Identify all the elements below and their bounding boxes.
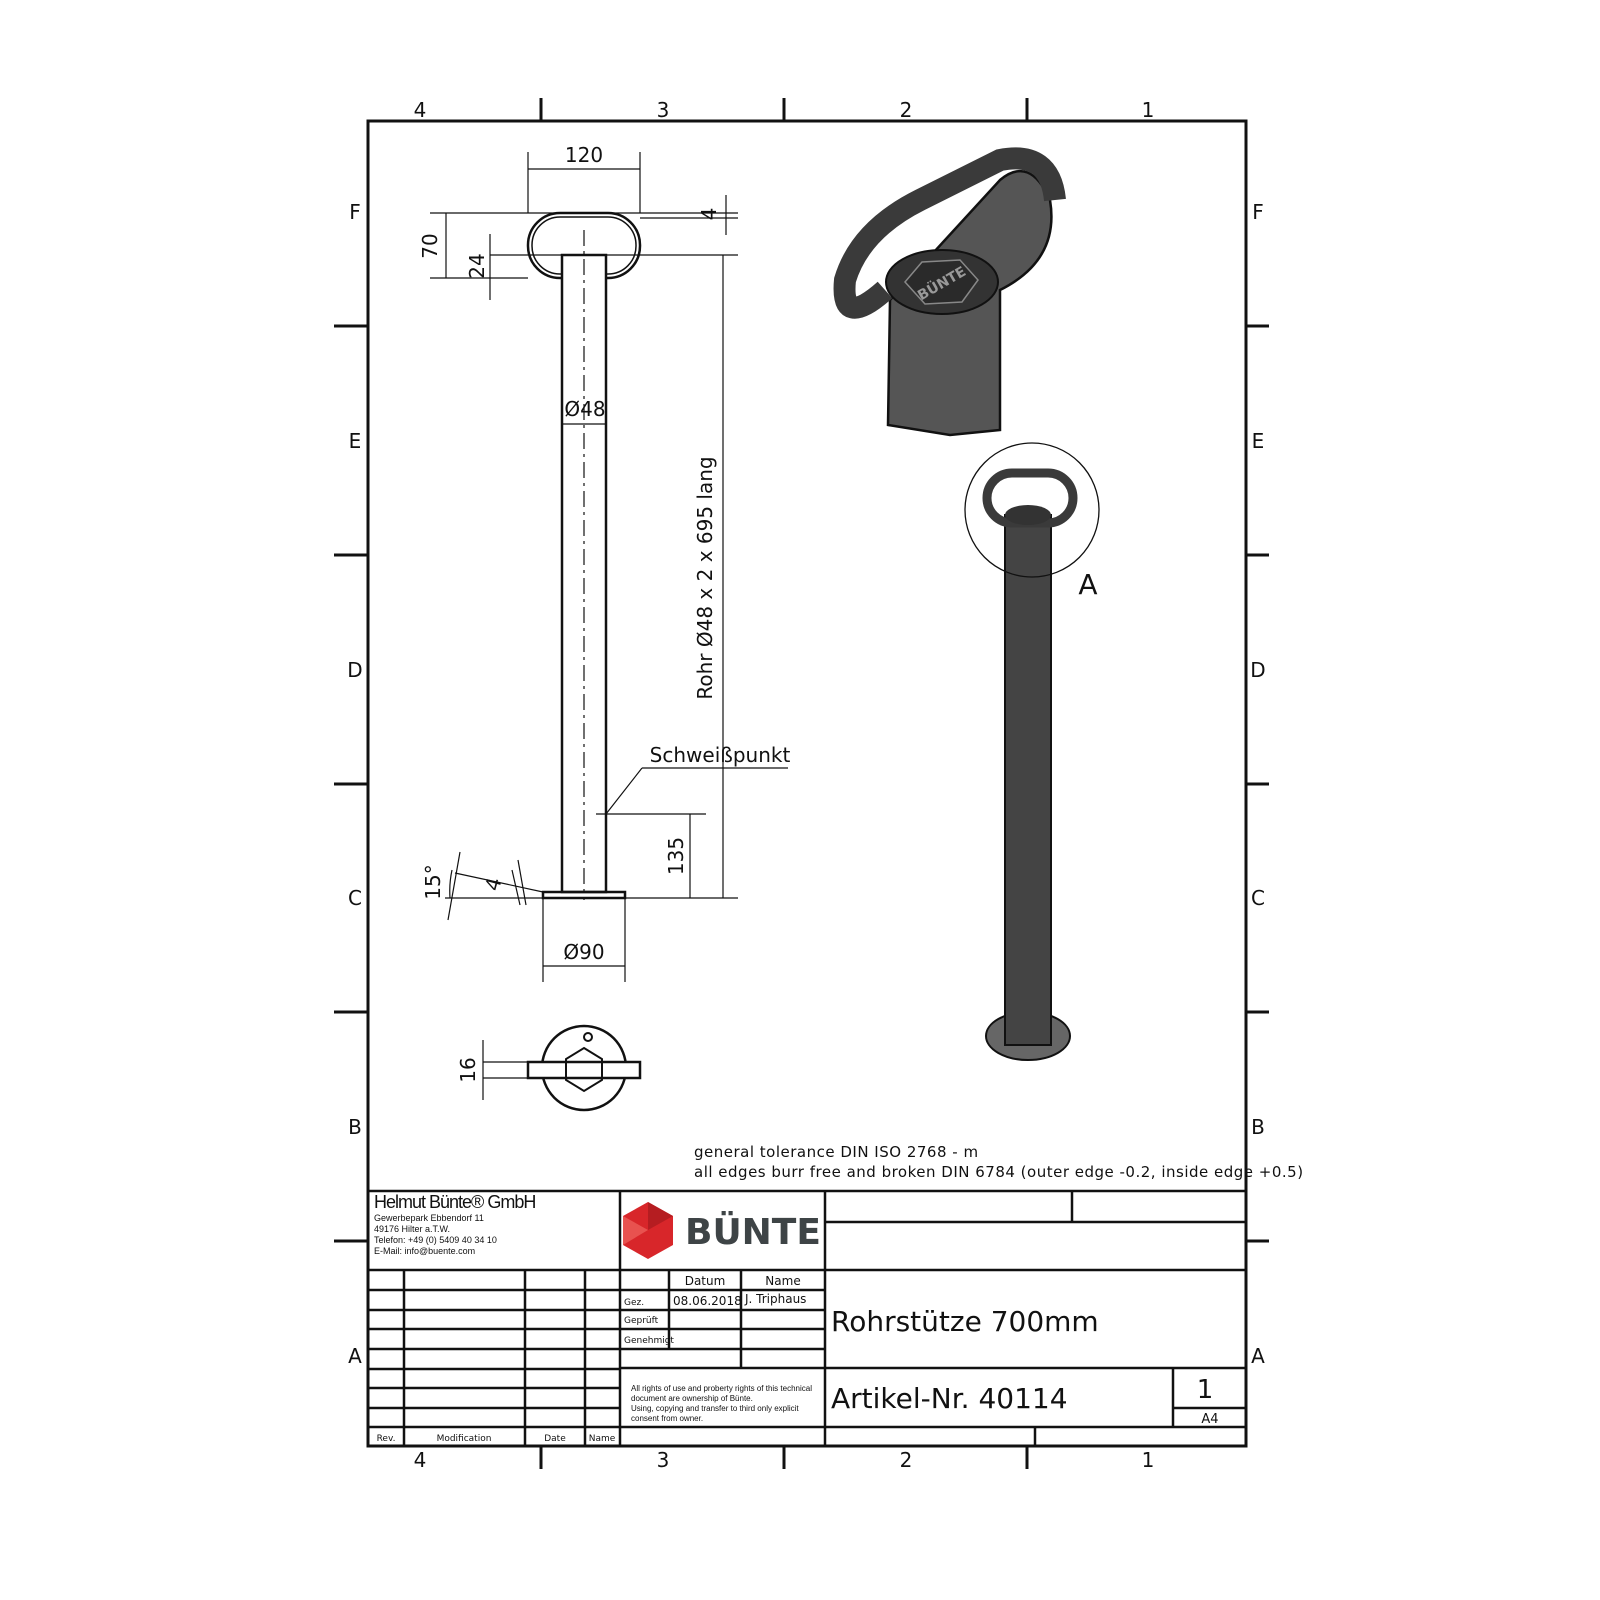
- dim-plate-4: 4: [480, 875, 506, 894]
- zone-row: F: [349, 200, 361, 224]
- rights-line: document are ownership of Bünte.: [631, 1394, 753, 1403]
- note-tolerance: general tolerance DIN ISO 2768 - m: [694, 1143, 979, 1161]
- top-view: [526, 1024, 642, 1112]
- rights-line: All rights of use and proberty rights of…: [631, 1384, 812, 1393]
- zone-row: A: [1251, 1344, 1265, 1368]
- zone-col: 3: [657, 1448, 670, 1472]
- drawn-date: 08.06.2018: [673, 1294, 742, 1308]
- rights-line: consent from owner.: [631, 1414, 703, 1423]
- drawing-title: Rohrstütze 700mm: [831, 1305, 1099, 1338]
- sheet-number: 1: [1197, 1375, 1214, 1405]
- company-name: Helmut Bünte® GmbH: [374, 1192, 535, 1212]
- date-header: Date: [544, 1434, 566, 1444]
- zone-col: 4: [414, 1448, 427, 1472]
- dimension-lines: [430, 152, 788, 1100]
- zone-col: 4: [414, 98, 427, 122]
- zone-row: D: [1250, 658, 1265, 682]
- weld-label: Schweißpunkt: [650, 743, 791, 767]
- gez-label: Gez.: [624, 1298, 644, 1308]
- revision-headers: Rev. Modification Date Name: [377, 1434, 616, 1444]
- dimension-labels: 120 70 24 4 Ø48 Rohr Ø48 x 2 x 695 lang …: [418, 143, 790, 1083]
- zone-row: E: [1252, 429, 1265, 453]
- rights-notice: All rights of use and proberty rights of…: [631, 1384, 812, 1423]
- zone-ticks: [334, 98, 1269, 1469]
- zone-row: D: [347, 658, 362, 682]
- iso-full-view: A: [964, 442, 1100, 1061]
- zone-row: C: [1251, 886, 1265, 910]
- address-line: Telefon: +49 (0) 5409 40 34 10: [374, 1235, 497, 1245]
- detail-circle: [964, 442, 1100, 578]
- rev-header: Rev.: [377, 1434, 396, 1444]
- dim-4: 4: [697, 208, 721, 221]
- tube-spec: Rohr Ø48 x 2 x 695 lang: [693, 456, 717, 699]
- zone-row: B: [1251, 1115, 1265, 1139]
- company-address: Gewerbepark Ebbendorf 11 49176 Hilter a.…: [374, 1213, 497, 1256]
- name-header: Name: [765, 1274, 800, 1288]
- buente-logo: BÜNTE: [623, 1202, 821, 1259]
- approval-table: Datum Name Gez. Geprüft Genehmigt 08.06.…: [624, 1274, 806, 1346]
- iso-detail-view: BÜNTE: [833, 147, 1066, 437]
- sheet-format: A4: [1201, 1412, 1218, 1427]
- name-header: Name: [589, 1434, 616, 1444]
- geprueft-label: Geprüft: [624, 1316, 659, 1326]
- logo-text: BÜNTE: [685, 1211, 821, 1253]
- dim-d90: Ø90: [563, 940, 604, 964]
- address-line: 49176 Hilter a.T.W.: [374, 1224, 450, 1234]
- article-number: Artikel-Nr. 40114: [831, 1382, 1068, 1415]
- genehmigt-label: Genehmigt: [624, 1336, 674, 1346]
- base-plate: [541, 890, 627, 900]
- zone-row: E: [349, 429, 362, 453]
- dim-120: 120: [565, 143, 603, 167]
- drawn-by: J. Triphaus: [744, 1292, 806, 1306]
- zone-col: 3: [657, 98, 670, 122]
- dim-angle: 15°: [421, 864, 445, 899]
- dim-70: 70: [418, 233, 442, 258]
- zone-col: 2: [900, 1448, 913, 1472]
- zone-row: A: [348, 1344, 362, 1368]
- dim-135: 135: [664, 837, 688, 875]
- zone-col: 1: [1142, 1448, 1155, 1472]
- zone-labels: 4 3 2 1 4 3 2 1 F E D C B A F E D C B A: [347, 98, 1265, 1472]
- rights-line: Using, copying and transfer to third onl…: [631, 1404, 799, 1413]
- zone-row: F: [1252, 200, 1264, 224]
- note-edges: all edges burr free and broken DIN 6784 …: [694, 1163, 1304, 1181]
- title-block-grid: [368, 1189, 1246, 1446]
- zone-row: B: [348, 1115, 362, 1139]
- dim-16: 16: [456, 1057, 480, 1082]
- zone-row: C: [348, 886, 362, 910]
- dim-d48: Ø48: [564, 397, 605, 421]
- zone-col: 1: [1142, 98, 1155, 122]
- address-line: E-Mail: info@buente.com: [374, 1246, 475, 1256]
- zone-col: 2: [900, 98, 913, 122]
- modification-header: Modification: [437, 1434, 492, 1444]
- datum-header: Datum: [685, 1274, 726, 1288]
- dim-24: 24: [465, 253, 489, 278]
- detail-label: A: [1078, 568, 1097, 601]
- side-view: 120 70 24 4 Ø48 Rohr Ø48 x 2 x 695 lang …: [418, 143, 790, 1100]
- address-line: Gewerbepark Ebbendorf 11: [374, 1213, 484, 1223]
